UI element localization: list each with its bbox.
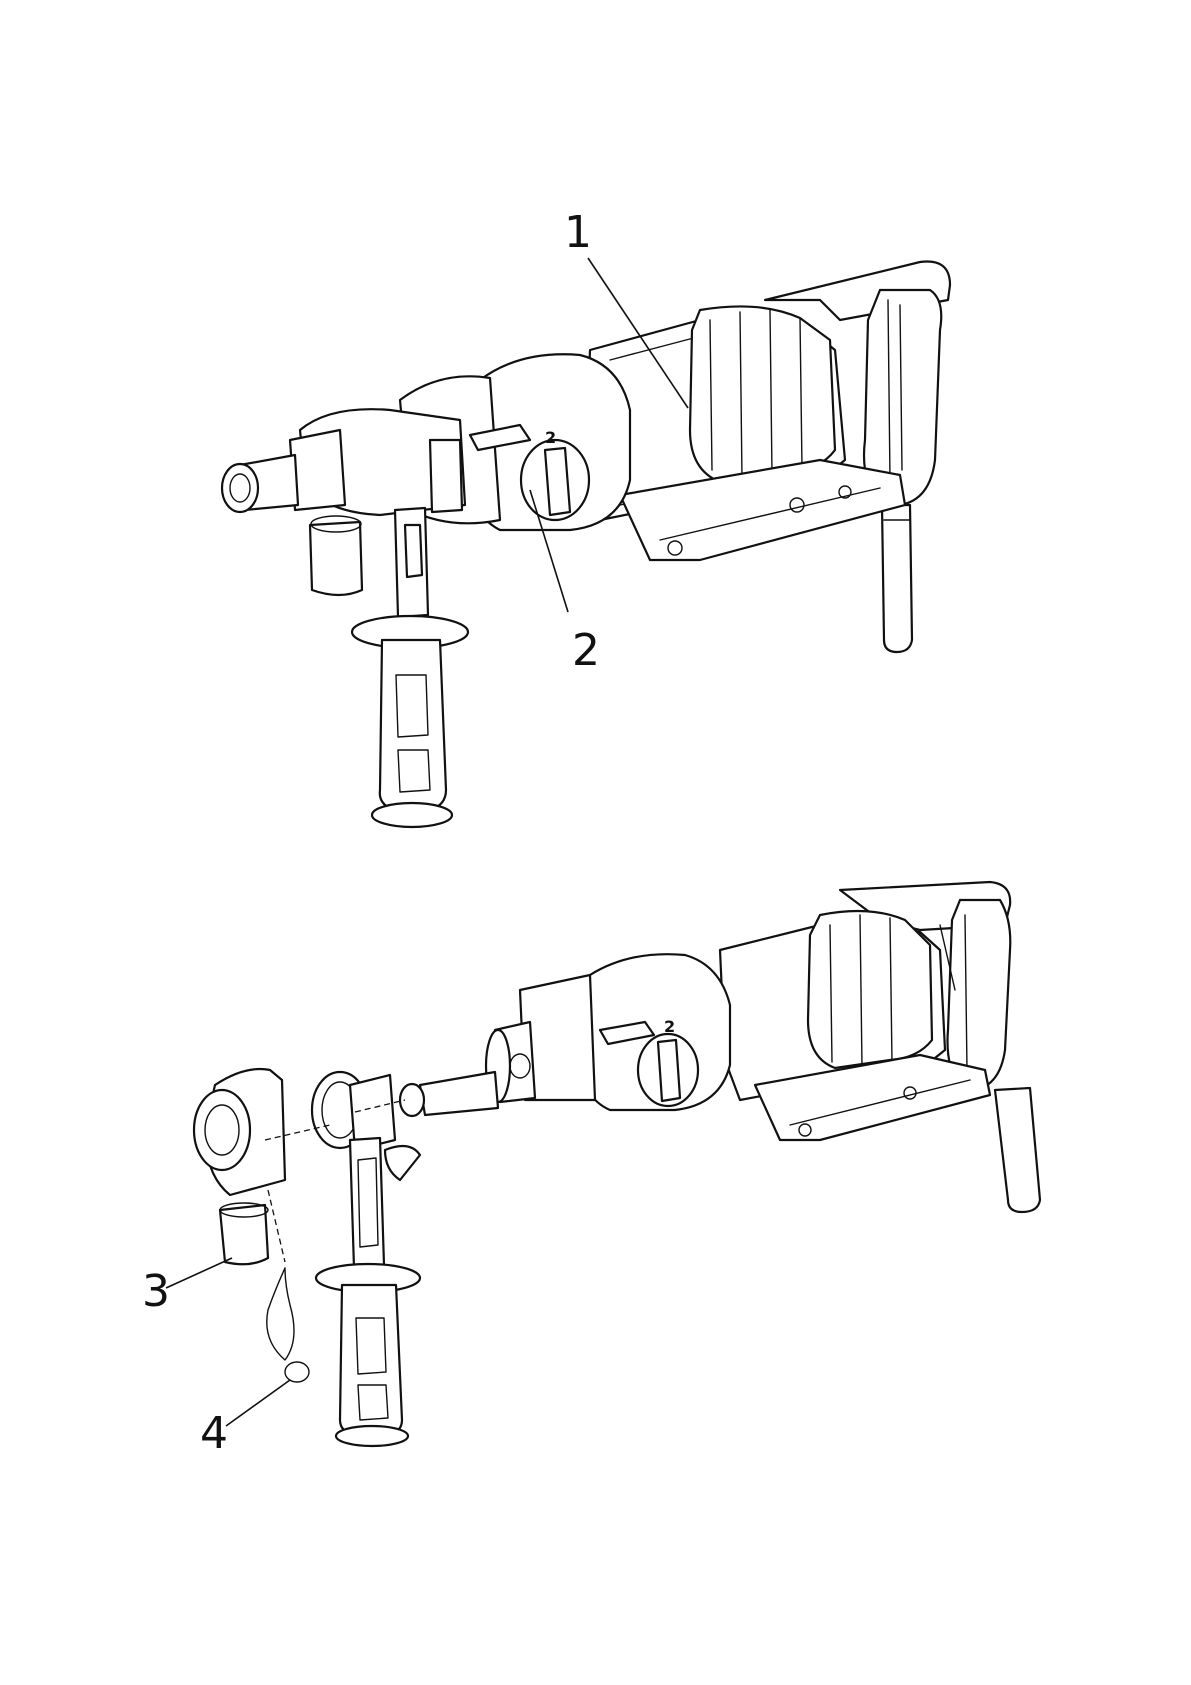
front-barrel [222,409,465,515]
switch-mark-top: 2 [545,428,556,447]
switch-mark-bottom: 2 [664,1017,675,1036]
callout-3: 3 [142,1258,232,1317]
cord-loop [267,1268,309,1382]
spindle-exploded [400,1022,535,1116]
side-handle-exploded[interactable] [312,1072,420,1446]
gear-housing-exploded: 2 [520,954,730,1110]
motor-housing [585,306,905,560]
svg-text:4: 4 [200,1408,228,1459]
svg-text:1: 1 [564,207,592,258]
loop-dash [268,1190,285,1262]
drill-assembled: 2 [222,261,950,827]
svg-text:3: 3 [142,1266,170,1317]
depth-collar [194,1069,285,1264]
callout-4: 4 [200,1380,290,1459]
svg-text:2: 2 [572,625,600,676]
side-handle[interactable] [352,508,468,827]
drill-exploded: 2 [194,882,1040,1446]
